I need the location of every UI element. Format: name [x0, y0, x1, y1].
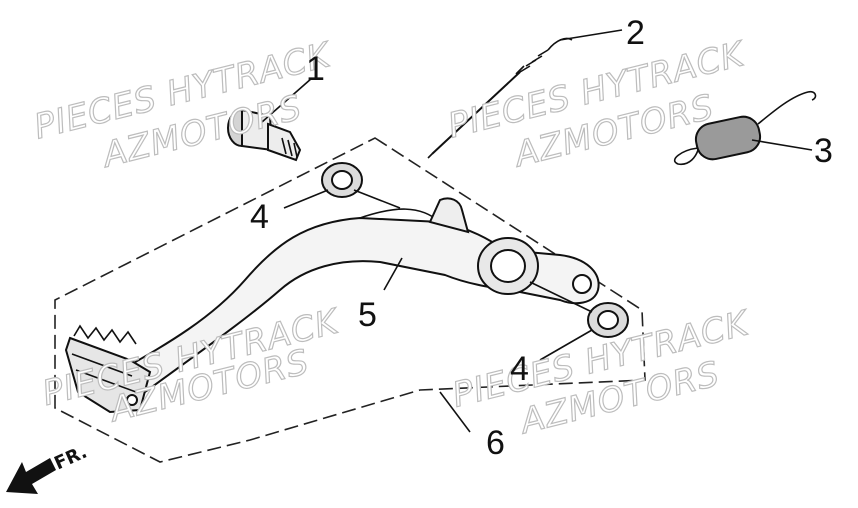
front-direction-label: FR.: [51, 442, 90, 475]
leader-lines: [261, 29, 813, 433]
brake-pedal-part: [64, 197, 600, 414]
front-direction-indicator: FR.: [6, 442, 90, 494]
callout-2: 2: [626, 14, 645, 52]
watermark-upper-right: PIECES HYTRACK AZMOTORS: [444, 33, 751, 176]
callout-1: 1: [306, 50, 325, 88]
callout-6: 6: [486, 424, 505, 462]
callout-4-lower: 4: [510, 350, 529, 388]
pivot-bolt-part: [227, 108, 302, 162]
return-spring-part: [673, 90, 817, 166]
callout-5: 5: [358, 296, 377, 334]
watermark-upper-left: PIECES HYTRACK AZMOTORS: [30, 34, 337, 177]
spacer-lower-part: [587, 302, 629, 338]
callout-4-upper: 4: [250, 198, 269, 236]
assembly-boundary: [54, 137, 646, 463]
spacer-upper-part: [321, 162, 363, 198]
front-arrow-icon: [6, 458, 56, 494]
callout-3: 3: [814, 132, 833, 170]
